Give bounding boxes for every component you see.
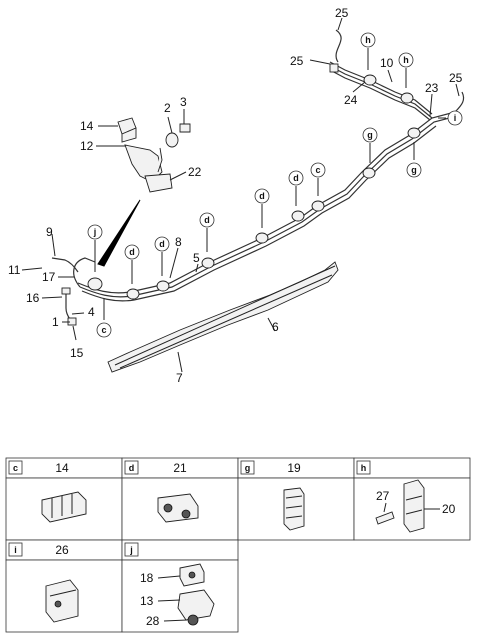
label-17: 17 <box>42 270 56 284</box>
clip-d-drawing <box>157 493 199 523</box>
label-4: 4 <box>88 305 95 319</box>
table-code-d: d <box>129 463 135 473</box>
label-3: 3 <box>180 95 187 109</box>
label-14: 14 <box>80 119 94 133</box>
leader-wedge <box>97 199 141 267</box>
callout-h-1: h <box>365 35 371 45</box>
clip-parts-table: c 14 d 21 g 19 h i 26 j <box>5 457 471 633</box>
label-9: 9 <box>46 225 53 239</box>
table-code-h: h <box>361 463 367 473</box>
clip-i-drawing <box>45 579 79 623</box>
table-part-19: 19 <box>287 461 301 475</box>
label-22: 22 <box>188 165 202 179</box>
callout-h-2: h <box>403 55 409 65</box>
label-16: 16 <box>26 291 40 305</box>
leader-lines <box>21 17 460 373</box>
callout-c-bottom: c <box>101 325 106 335</box>
under-rails <box>107 261 339 373</box>
label-12: 12 <box>80 139 94 153</box>
table-part-28: 28 <box>146 614 160 628</box>
callout-d-3: d <box>204 215 210 225</box>
table-part-14: 14 <box>55 461 69 475</box>
table-part-21: 21 <box>173 461 187 475</box>
clip-c-drawing <box>41 491 87 523</box>
table-code-i: i <box>14 545 17 555</box>
table-part-26: 26 <box>55 543 69 557</box>
table-part-18: 18 <box>140 571 154 585</box>
table-code-c: c <box>13 463 18 473</box>
callout-g-2: g <box>411 165 417 175</box>
label-8: 8 <box>175 235 182 249</box>
label-5: 5 <box>193 251 200 265</box>
label-25-top: 25 <box>335 6 349 20</box>
label-1: 1 <box>52 315 59 329</box>
callout-j: j <box>93 227 97 237</box>
label-15: 15 <box>70 346 84 360</box>
table-part-27: 27 <box>376 489 390 503</box>
clip-code-callouts: h h i g g c d d d d d j c <box>87 32 463 338</box>
label-25-left: 25 <box>290 54 304 68</box>
label-25-right: 25 <box>449 71 463 85</box>
label-23: 23 <box>425 81 439 95</box>
label-7: 7 <box>176 371 183 385</box>
table-part-13: 13 <box>140 594 154 608</box>
part-labels: 25 25 10 24 23 25 14 2 3 12 22 9 11 17 1… <box>8 6 463 385</box>
table-code-j: j <box>129 545 133 555</box>
callout-g-1: g <box>367 130 373 140</box>
callout-d-2: d <box>259 191 265 201</box>
callout-d-4: d <box>159 239 165 249</box>
clip-j-drawing: 18 13 28 <box>140 563 215 628</box>
callout-d-1: d <box>293 173 299 183</box>
bracket-cluster <box>117 117 191 193</box>
callout-c-top: c <box>315 165 320 175</box>
label-2: 2 <box>164 101 171 115</box>
table-code-g: g <box>245 463 251 473</box>
label-6: 6 <box>272 320 279 334</box>
table-part-20: 20 <box>442 502 456 516</box>
clip-g-drawing <box>283 487 305 531</box>
callout-i: i <box>454 113 457 123</box>
label-11: 11 <box>8 263 21 277</box>
fuel-pipe-assembly <box>51 29 465 326</box>
label-24: 24 <box>344 93 358 107</box>
label-10: 10 <box>380 56 394 70</box>
clip-h-drawing: 27 20 <box>375 479 456 533</box>
callout-d-5: d <box>129 247 135 257</box>
